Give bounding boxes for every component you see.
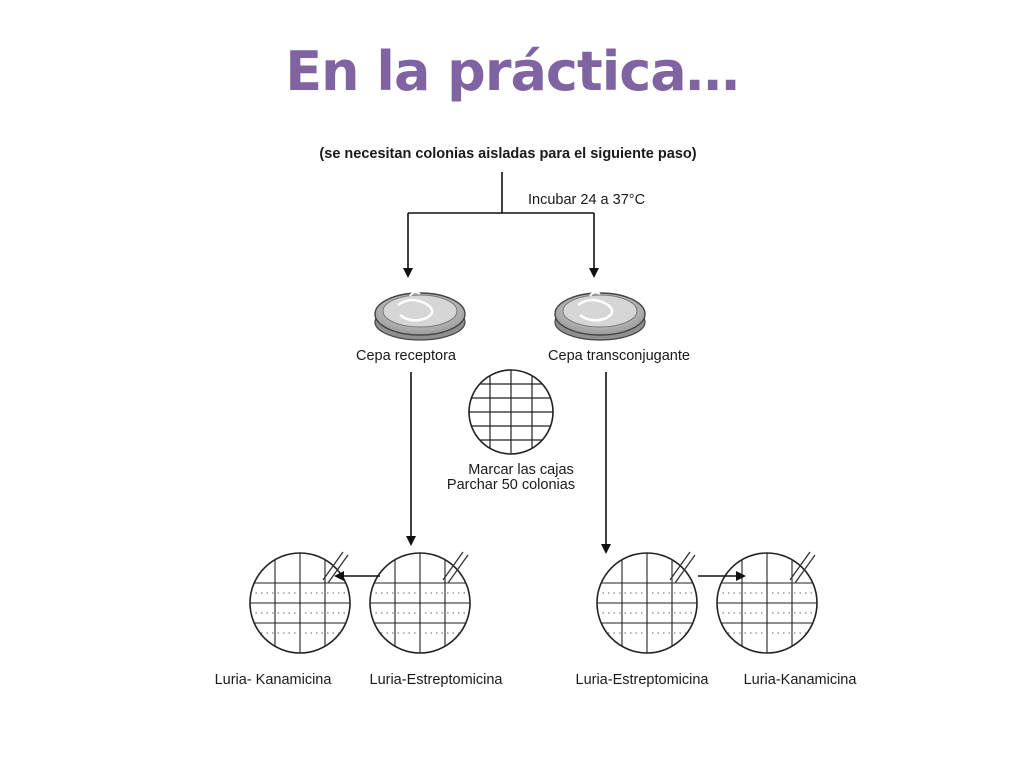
bottom-label-4: Luria-Kanamicina [744,672,858,688]
bottom-label-3: Luria-Estreptomicina [576,672,710,688]
plate-right-label: Cepa transconjugante [548,348,690,364]
grid-template-circle [468,369,554,455]
bottom-plate-4 [716,551,818,654]
plate-left-label: Cepa receptora [356,348,457,364]
petri-dish-transconjugante [554,291,646,341]
bottom-plate-3 [596,551,698,654]
bottom-plate-1 [249,551,351,654]
grid-label-line2: Parchar 50 colonias [447,477,575,493]
bottom-label-2: Luria-Estreptomicina [370,672,504,688]
incubate-label: Incubar 24 a 37°C [528,192,645,208]
bottom-label-1: Luria- Kanamicina [215,672,333,688]
grid-label-line1: Marcar las cajas [468,462,574,478]
branch-connector [403,172,599,278]
slide-title: En la práctica… [285,40,739,103]
bottom-plate-2 [369,551,471,654]
top-note: (se necesitan colonias aisladas para el … [319,146,696,162]
petri-dish-receptora [374,291,466,341]
down-arrows [406,372,611,554]
